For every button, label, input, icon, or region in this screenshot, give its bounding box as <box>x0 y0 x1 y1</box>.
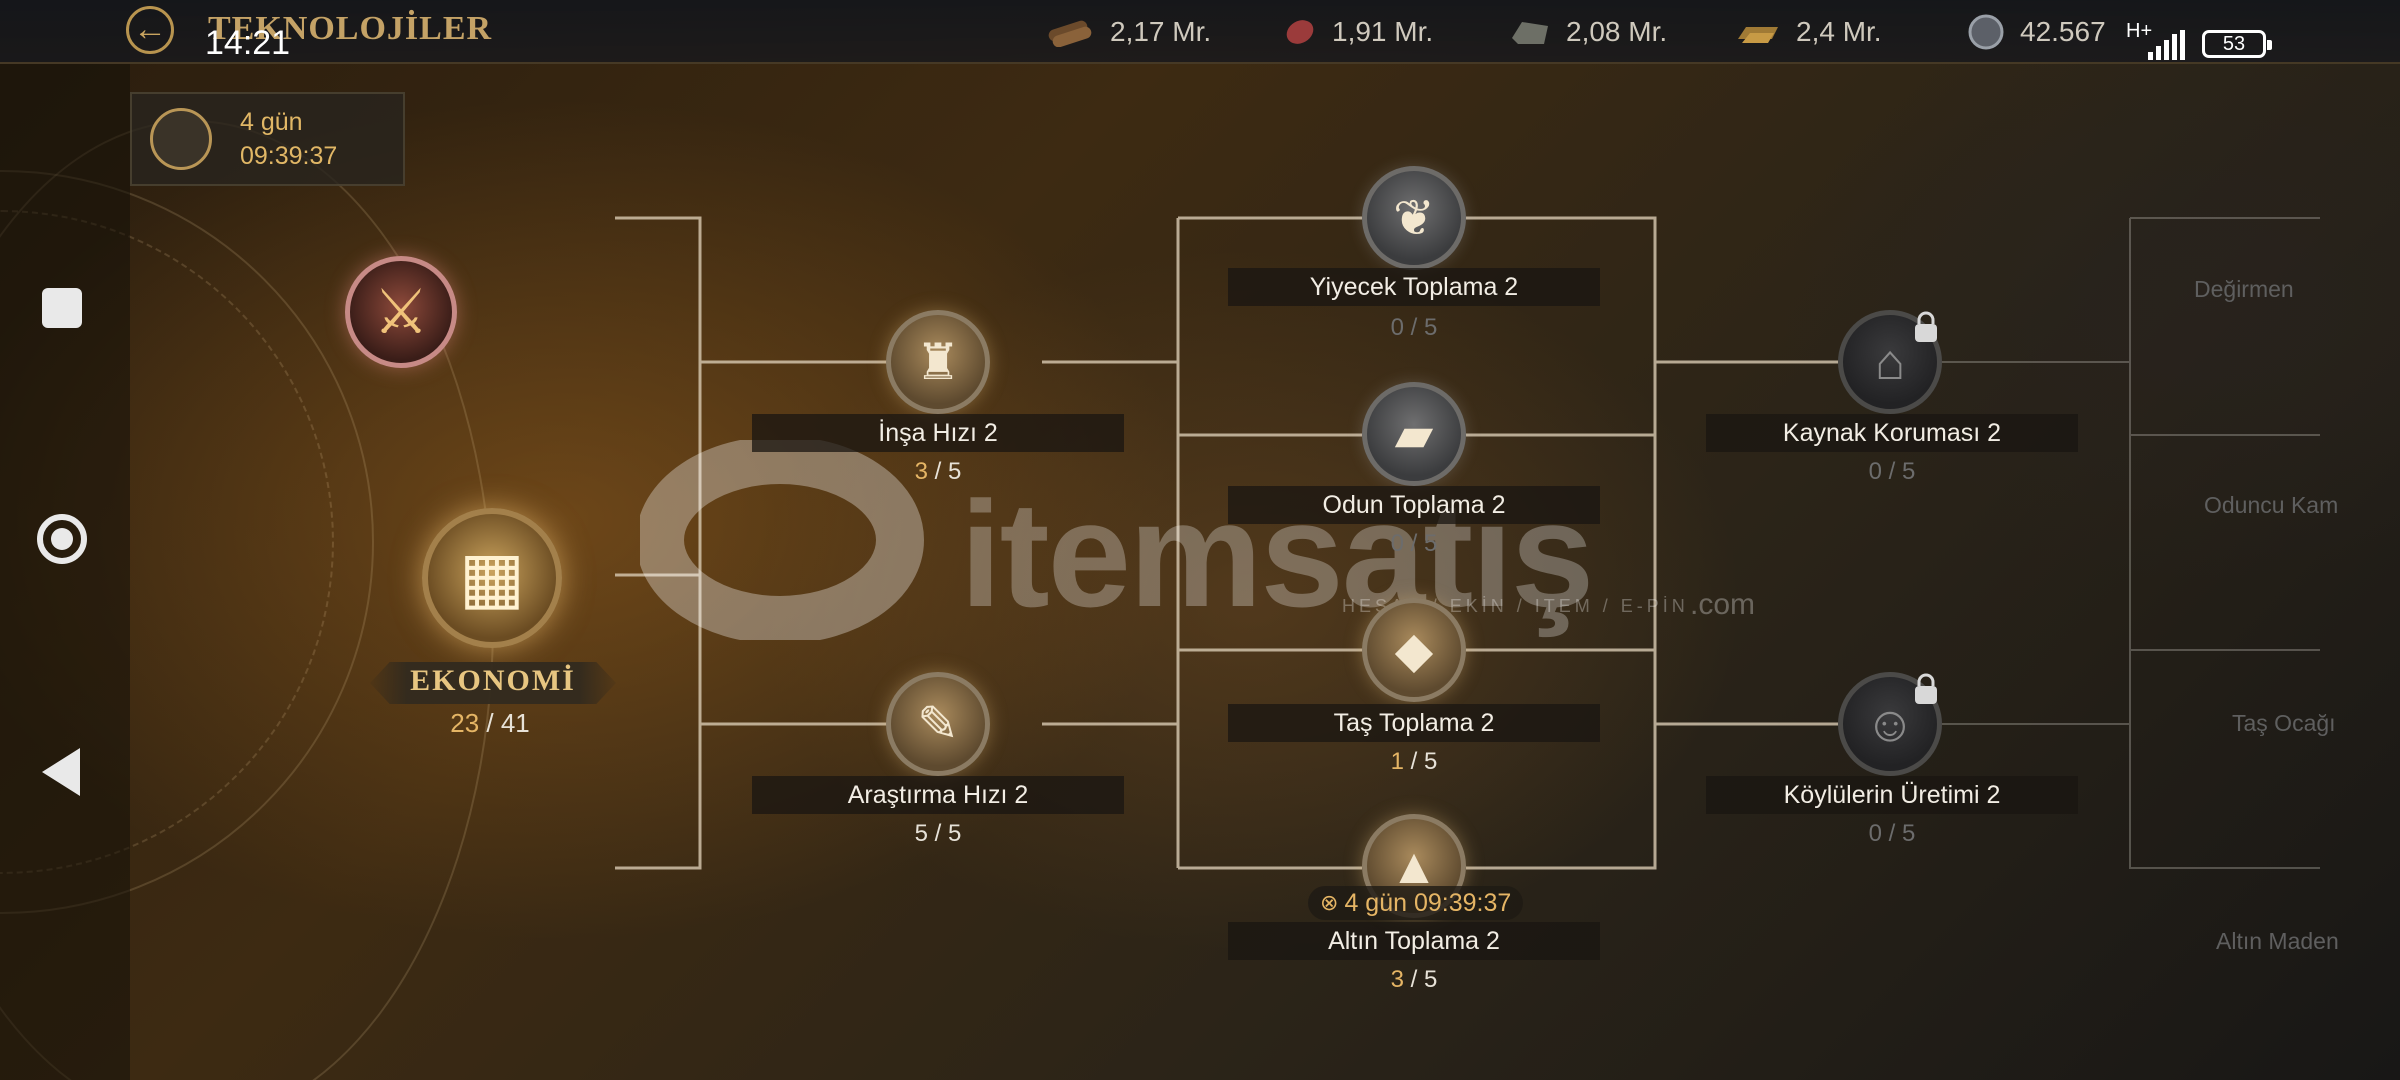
gold-bars-icon: ▦ <box>458 538 526 616</box>
stone-block-icon: ◆ <box>1394 622 1434 678</box>
resource-value: 2,17 Mr. <box>1110 16 1212 47</box>
resource-value: 2,08 Mr. <box>1566 16 1668 47</box>
economy-title: EKONOMİ <box>410 664 576 697</box>
economy-category-node[interactable]: ▦ <box>422 508 562 648</box>
system-nav-bar <box>0 0 130 1080</box>
arrow-left-icon: ← <box>133 10 167 48</box>
level-current: 3 <box>1390 966 1404 993</box>
stone-icon <box>1512 22 1548 44</box>
resource-stone[interactable]: 2,08 Mr. <box>1508 12 1667 52</box>
log-icon: ▰ <box>1394 406 1434 462</box>
tech-label-faded: Altın Madeni <box>2216 928 2338 954</box>
level-current: 0 <box>1390 314 1404 341</box>
economy-current: 23 <box>450 708 480 738</box>
watermark-domain: .com <box>1690 588 1756 621</box>
tech-node-insa-hizi[interactable]: ♜ <box>886 310 990 414</box>
level-max: 5 <box>1902 820 1916 847</box>
tech-level: 5 / 5 <box>914 820 962 847</box>
resource-value: 42.567 <box>2020 16 2106 47</box>
research-timer-badge: ⊗ 4 gün 09:39:37 <box>1308 886 1524 920</box>
tech-label: Altın Toplama 2 <box>1228 922 1600 960</box>
gold-pile-icon: ▲ <box>1389 838 1439 894</box>
castle-icon: ♜ <box>915 334 961 390</box>
economy-separator: / <box>479 708 501 738</box>
tech-label: Araştırma Hızı 2 <box>752 776 1124 814</box>
tech-label-faded: Değirmen <box>2194 276 2294 302</box>
tech-label: Yiyecek Toplama 2 <box>1228 268 1600 306</box>
resource-wood[interactable]: 2,17 Mr. <box>1046 12 1211 52</box>
signal-icon <box>2148 30 2185 60</box>
tech-label: Köylülerin Üretimi 2 <box>1706 776 2078 814</box>
level-current: 0 <box>1868 820 1882 847</box>
economy-progress: 23 / 41 <box>400 708 580 739</box>
level-max: 5 <box>1424 314 1438 341</box>
economy-total: 41 <box>500 708 530 738</box>
page-title: TEKNOLOJİLER <box>208 10 493 47</box>
lock-icon <box>1915 311 1937 342</box>
tech-node-tas-toplama[interactable]: ◆ <box>1362 598 1466 702</box>
research-timer-text: 4 gün 09:39:37 <box>1344 888 1512 917</box>
back-nav-button[interactable] <box>42 748 80 796</box>
tech-level: 3 / 5 <box>914 458 962 485</box>
resource-gold[interactable]: 2,4 Mr. <box>1734 12 1882 52</box>
timer-time: 09:39:37 <box>240 142 338 170</box>
tech-label: Taş Toplama 2 <box>1228 704 1600 742</box>
active-research-card[interactable]: 4 gün 09:39:37 <box>130 92 405 186</box>
tech-node-arastirma-hizi[interactable]: ✎ <box>886 672 990 776</box>
level-max: 5 <box>1902 458 1916 485</box>
resource-value: 1,91 Mr. <box>1332 16 1434 47</box>
tech-level: 0 / 5 <box>1868 458 1916 485</box>
level-current: 3 <box>914 458 928 485</box>
level-max: 5 <box>948 458 962 485</box>
tech-label: Kaynak Koruması 2 <box>1706 414 2078 452</box>
recent-apps-button[interactable] <box>42 288 82 328</box>
gold-bar-icon <box>1738 27 1778 43</box>
tech-node-yiyecek-toplama[interactable]: ❦ <box>1362 166 1466 270</box>
resource-food[interactable]: 1,91 Mr. <box>1282 12 1433 52</box>
lock-icon <box>1915 673 1937 704</box>
timer-days: 4 gün <box>240 108 303 136</box>
wood-icon <box>1048 20 1092 47</box>
tech-label-faded: Taş Ocağı <box>2232 710 2336 736</box>
tech-label: İnşa Hızı 2 <box>752 414 1124 452</box>
tech-level: 0 / 5 <box>1868 820 1916 847</box>
compass-icon: ✎ <box>917 696 959 752</box>
gold-pile-icon <box>150 108 212 170</box>
villager-icon: ☺ <box>1864 696 1916 752</box>
research-icon: ⊗ <box>1320 890 1339 915</box>
level-max: 5 <box>1424 966 1438 993</box>
tech-label-faded: Oduncu Kam <box>2204 492 2338 518</box>
level-max: 5 <box>948 820 962 847</box>
back-button[interactable]: ← <box>126 6 174 54</box>
status-clock: 14:21 <box>205 24 291 62</box>
crossed-swords-icon: ⚔ <box>373 278 429 347</box>
tech-level: 0 / 5 <box>1390 314 1438 341</box>
network-indicator: H+ <box>2126 20 2153 42</box>
top-bar: ← TEKNOLOJİLER 14:21 2,17 Mr. 1,91 Mr. 2… <box>0 0 2400 64</box>
home-button[interactable] <box>37 514 87 564</box>
resource-coin[interactable]: 42.567 <box>1966 12 2106 52</box>
battery-indicator: 53 <box>2202 30 2272 58</box>
military-category-node[interactable]: ⚔ <box>345 256 457 368</box>
level-max: 5 <box>1424 530 1438 557</box>
tech-level: 0 / 5 <box>1390 530 1438 557</box>
tech-node-odun-toplama[interactable]: ▰ <box>1362 382 1466 486</box>
resource-value: 2,4 Mr. <box>1796 16 1882 47</box>
silver-coin-icon <box>1968 14 2004 50</box>
economy-title-banner <box>370 662 616 704</box>
warehouse-icon: ⌂ <box>1874 334 1906 390</box>
meat-icon <box>1286 20 1314 44</box>
tech-label: Odun Toplama 2 <box>1228 486 1600 524</box>
level-current: 0 <box>1390 530 1404 557</box>
wheat-icon: ❦ <box>1393 190 1435 246</box>
level-current: 1 <box>1390 748 1404 775</box>
tech-level: 1 / 5 <box>1390 748 1438 775</box>
tech-level: 3 / 5 <box>1390 966 1438 993</box>
level-max: 5 <box>1424 748 1438 775</box>
level-current: 0 <box>1868 458 1882 485</box>
level-current: 5 <box>914 820 928 847</box>
